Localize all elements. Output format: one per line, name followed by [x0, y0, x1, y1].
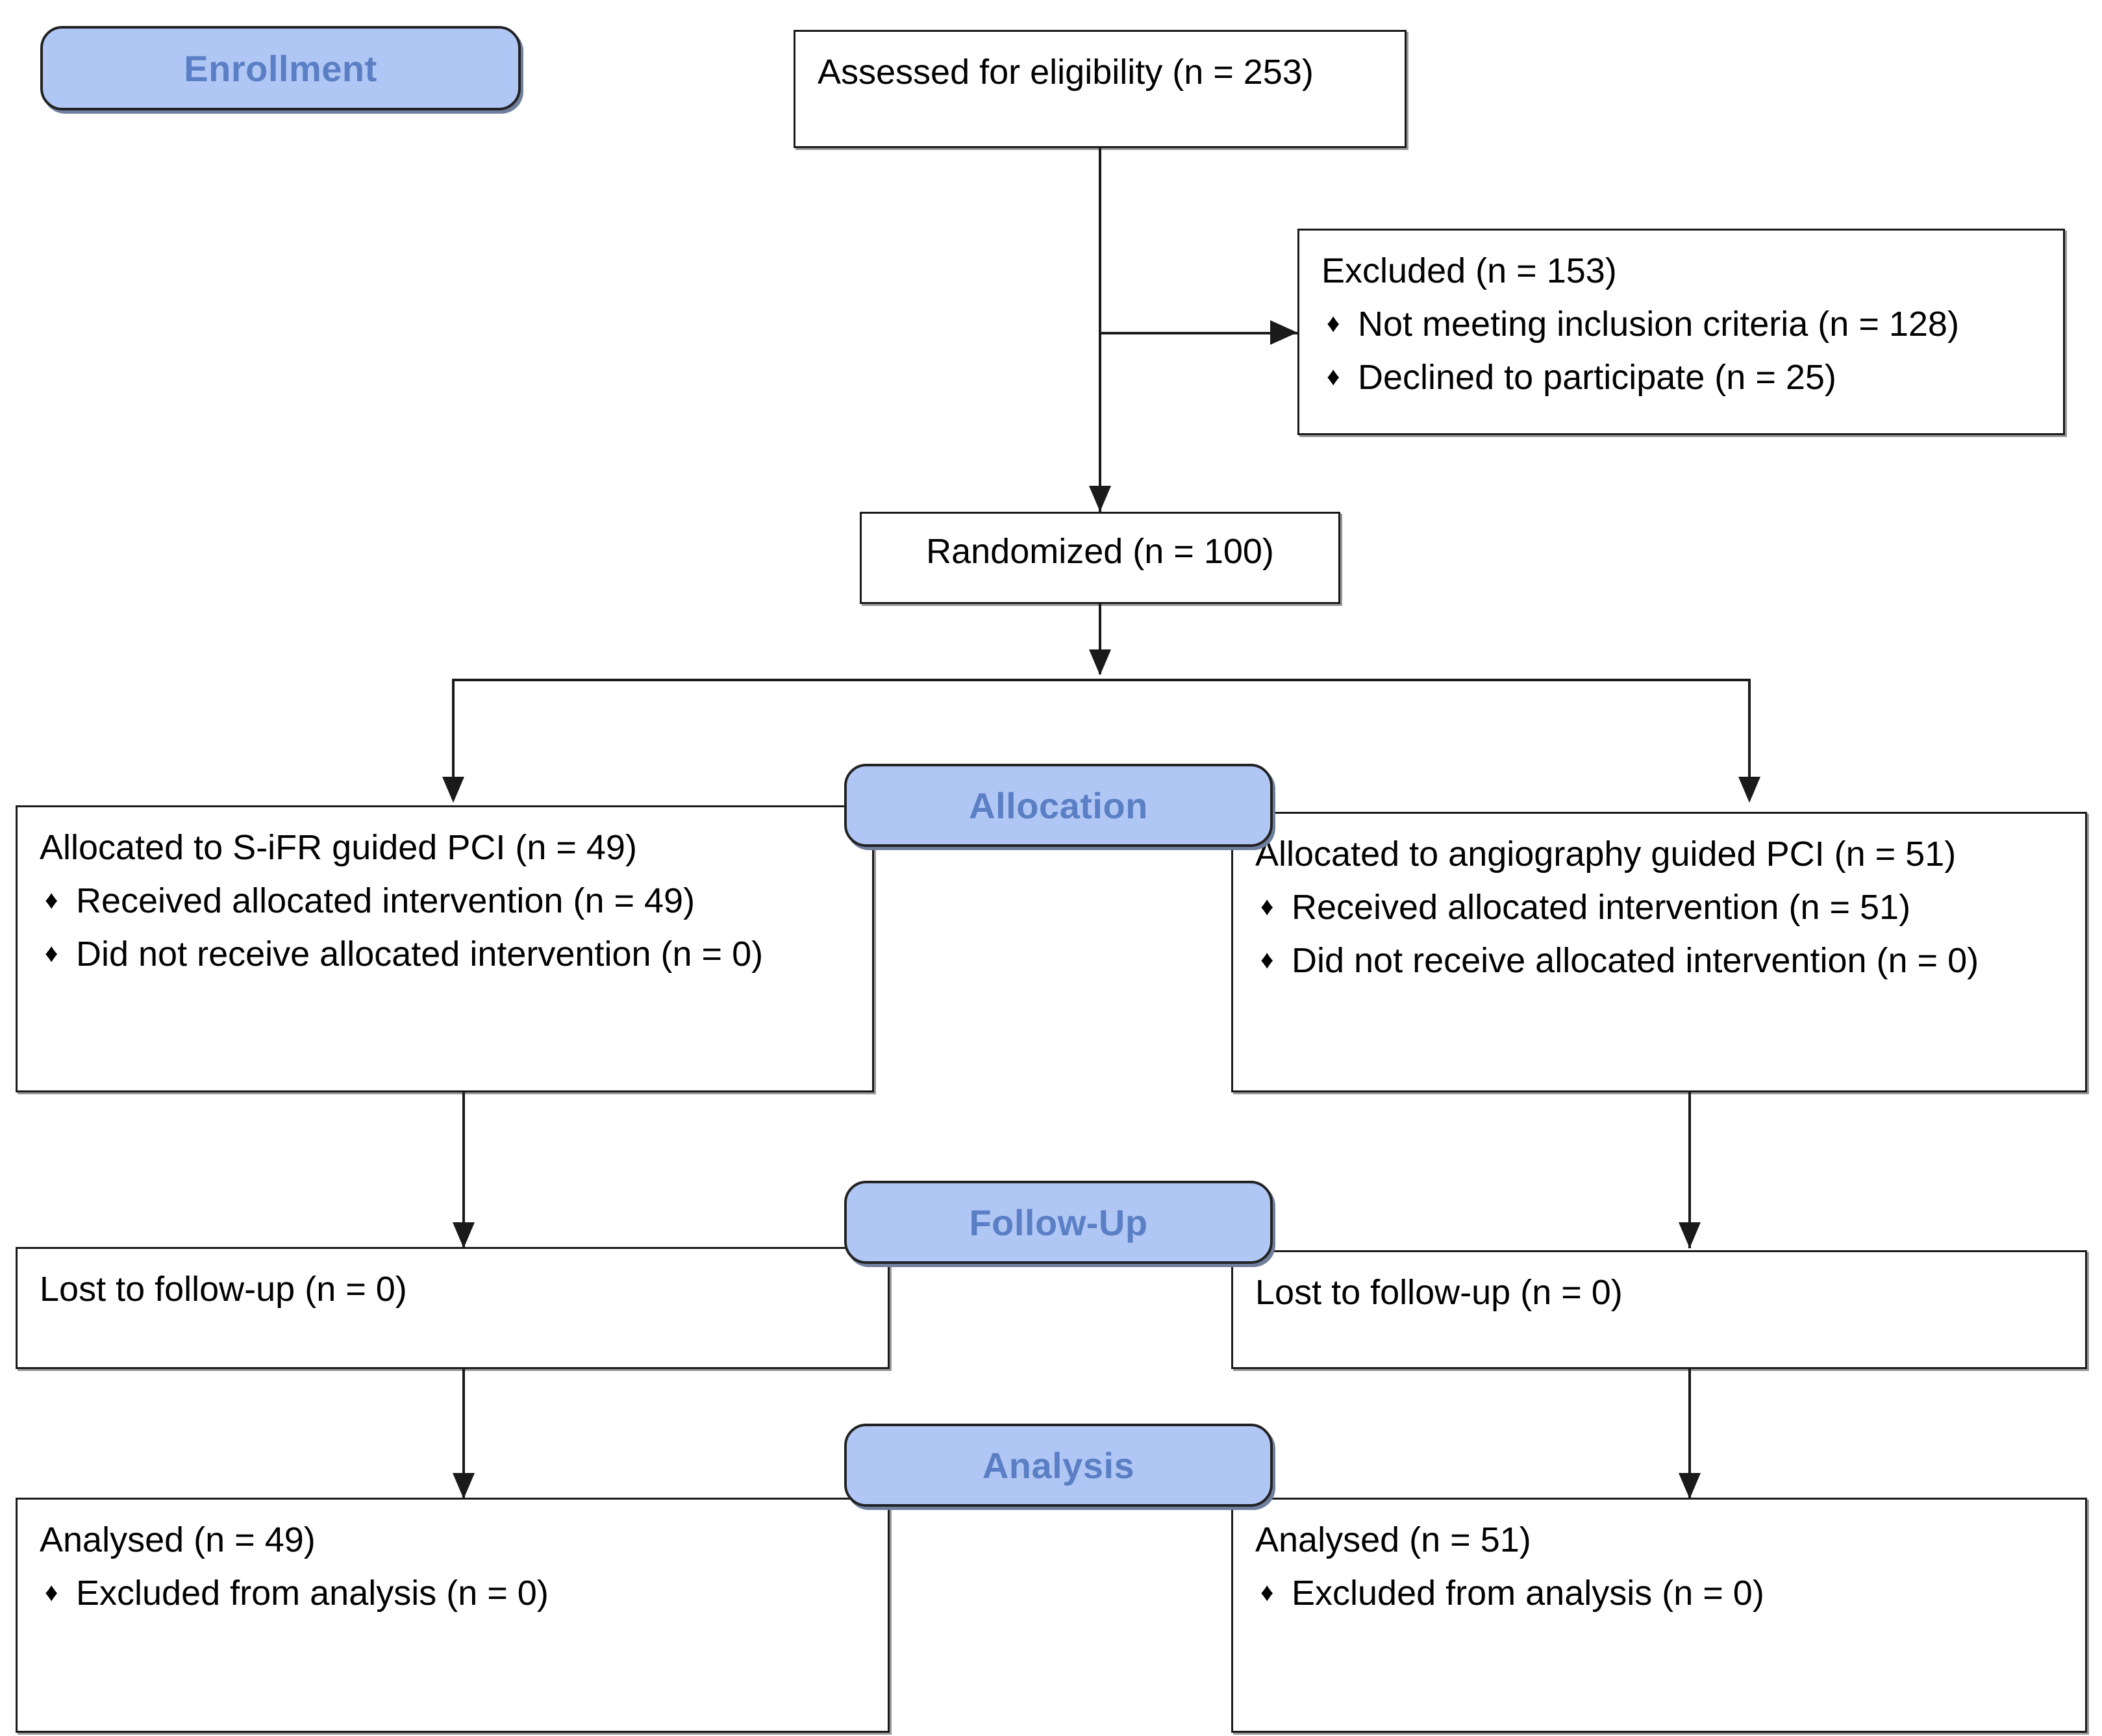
diamond-bullet-icon: ♦	[1327, 309, 1340, 338]
alloc-right-line-1: Allocated to angiography guided PCI (n =…	[1255, 835, 1957, 874]
connector-alloc-right-to-followup	[1688, 1092, 1691, 1248]
connector-split-bar	[452, 679, 1751, 681]
arrowhead-into-followup-left	[453, 1222, 475, 1248]
stage-pill-allocation-label: Allocation	[969, 785, 1148, 826]
arrowhead-into-alloc-left	[442, 777, 464, 803]
connector-followup-right-to-analysis	[1688, 1369, 1691, 1499]
excluded-bullet-2-label: Declined to participate (n = 25)	[1358, 358, 1836, 397]
diamond-bullet-icon: ♦	[45, 886, 58, 915]
node-followup-left: Lost to follow-up (n = 0)	[16, 1247, 890, 1369]
diamond-bullet-icon: ♦	[1260, 892, 1274, 922]
analysis-right-bullet-1: ♦ Excluded from analysis (n = 0)	[1255, 1575, 2063, 1611]
diamond-bullet-icon: ♦	[1327, 362, 1340, 392]
arrowhead-into-followup-right	[1679, 1222, 1701, 1248]
node-excluded-body: Excluded (n = 153) ♦ Not meeting inclusi…	[1299, 231, 2063, 396]
node-analysis-right-body: Analysed (n = 51) ♦ Excluded from analys…	[1233, 1500, 2085, 1611]
alloc-left-line-1: Allocated to S-iFR guided PCI (n = 49)	[40, 828, 637, 867]
excluded-line-1: Excluded (n = 153)	[1321, 251, 1617, 290]
node-randomized: Randomized (n = 100)	[860, 512, 1340, 604]
connector-alloc-left-to-followup	[462, 1092, 465, 1248]
excluded-bullet-1: ♦ Not meeting inclusion criteria (n = 12…	[1321, 306, 2041, 342]
analysis-right-bullet-1-label: Excluded from analysis (n = 0)	[1292, 1574, 1764, 1613]
arrowhead-into-randomized	[1089, 486, 1111, 512]
alloc-left-bullet-1-label: Received allocated intervention (n = 49)	[76, 881, 695, 921]
randomized-line-1: Randomized (n = 100)	[926, 532, 1274, 571]
assessed-line-1: Assessed for eligibility (n = 253)	[818, 53, 1314, 92]
node-analysis-left: Analysed (n = 49) ♦ Excluded from analys…	[16, 1498, 890, 1733]
connector-split-right	[1748, 679, 1751, 779]
alloc-left-bullet-2: ♦ Did not receive allocated intervention…	[40, 936, 850, 972]
arrowhead-into-alloc-right	[1738, 777, 1760, 803]
node-allocation-right-body: Allocated to angiography guided PCI (n =…	[1233, 814, 2085, 979]
connector-assessed-to-randomized	[1099, 148, 1101, 512]
stage-pill-enrollment-label: Enrollment	[184, 47, 377, 89]
diamond-bullet-icon: ♦	[45, 939, 58, 968]
arrowhead-into-analysis-left	[453, 1473, 475, 1499]
node-followup-right-body: Lost to follow-up (n = 0)	[1233, 1252, 2085, 1311]
followup-left-line-1: Lost to follow-up (n = 0)	[40, 1270, 407, 1309]
connector-split-left	[452, 679, 455, 779]
stage-pill-followup: Follow-Up	[844, 1181, 1273, 1264]
node-allocation-right: Allocated to angiography guided PCI (n =…	[1231, 812, 2087, 1092]
node-assessed-for-eligibility: Assessed for eligibility (n = 253)	[794, 30, 1407, 148]
followup-right-line-1: Lost to follow-up (n = 0)	[1255, 1273, 1623, 1312]
alloc-right-bullet-1-label: Received allocated intervention (n = 51)	[1292, 888, 1911, 927]
node-randomized-body: Randomized (n = 100)	[862, 514, 1338, 570]
alloc-right-bullet-2-label: Did not receive allocated intervention (…	[1292, 941, 1979, 981]
node-followup-right: Lost to follow-up (n = 0)	[1231, 1250, 2087, 1369]
stage-pill-enrollment: Enrollment	[40, 26, 521, 110]
stage-pill-allocation: Allocation	[844, 764, 1273, 847]
analysis-left-line-1: Analysed (n = 49)	[40, 1520, 316, 1559]
arrowhead-randomized-split	[1089, 649, 1111, 675]
analysis-left-bullet-1: ♦ Excluded from analysis (n = 0)	[40, 1575, 866, 1611]
node-analysis-left-body: Analysed (n = 49) ♦ Excluded from analys…	[18, 1500, 888, 1611]
node-analysis-right: Analysed (n = 51) ♦ Excluded from analys…	[1231, 1498, 2087, 1733]
node-assessed-body: Assessed for eligibility (n = 253)	[795, 32, 1405, 90]
node-excluded: Excluded (n = 153) ♦ Not meeting inclusi…	[1297, 229, 2065, 435]
alloc-left-bullet-2-label: Did not receive allocated intervention (…	[76, 935, 764, 974]
diamond-bullet-icon: ♦	[1260, 946, 1274, 975]
alloc-right-bullet-1: ♦ Received allocated intervention (n = 5…	[1255, 889, 2063, 925]
stage-pill-followup-label: Follow-Up	[969, 1201, 1148, 1243]
excluded-bullet-1-label: Not meeting inclusion criteria (n = 128)	[1358, 305, 1959, 344]
connector-followup-left-to-analysis	[462, 1369, 465, 1499]
node-followup-left-body: Lost to follow-up (n = 0)	[18, 1249, 888, 1307]
connector-assessed-to-excluded	[1099, 332, 1297, 334]
connector-randomized-down	[1099, 604, 1101, 674]
stage-pill-analysis-label: Analysis	[982, 1444, 1135, 1486]
node-allocation-left: Allocated to S-iFR guided PCI (n = 49) ♦…	[16, 805, 874, 1092]
alloc-left-bullet-1: ♦ Received allocated intervention (n = 4…	[40, 883, 850, 919]
diamond-bullet-icon: ♦	[45, 1578, 58, 1607]
analysis-right-line-1: Analysed (n = 51)	[1255, 1520, 1531, 1559]
analysis-left-bullet-1-label: Excluded from analysis (n = 0)	[76, 1574, 549, 1613]
stage-pill-analysis: Analysis	[844, 1424, 1273, 1507]
alloc-right-bullet-2: ♦ Did not receive allocated intervention…	[1255, 942, 2063, 979]
arrowhead-into-excluded	[1270, 320, 1297, 345]
diamond-bullet-icon: ♦	[1260, 1578, 1274, 1607]
arrowhead-into-analysis-right	[1679, 1473, 1701, 1499]
node-allocation-left-body: Allocated to S-iFR guided PCI (n = 49) ♦…	[18, 807, 872, 973]
excluded-bullet-2: ♦ Declined to participate (n = 25)	[1321, 359, 2041, 396]
